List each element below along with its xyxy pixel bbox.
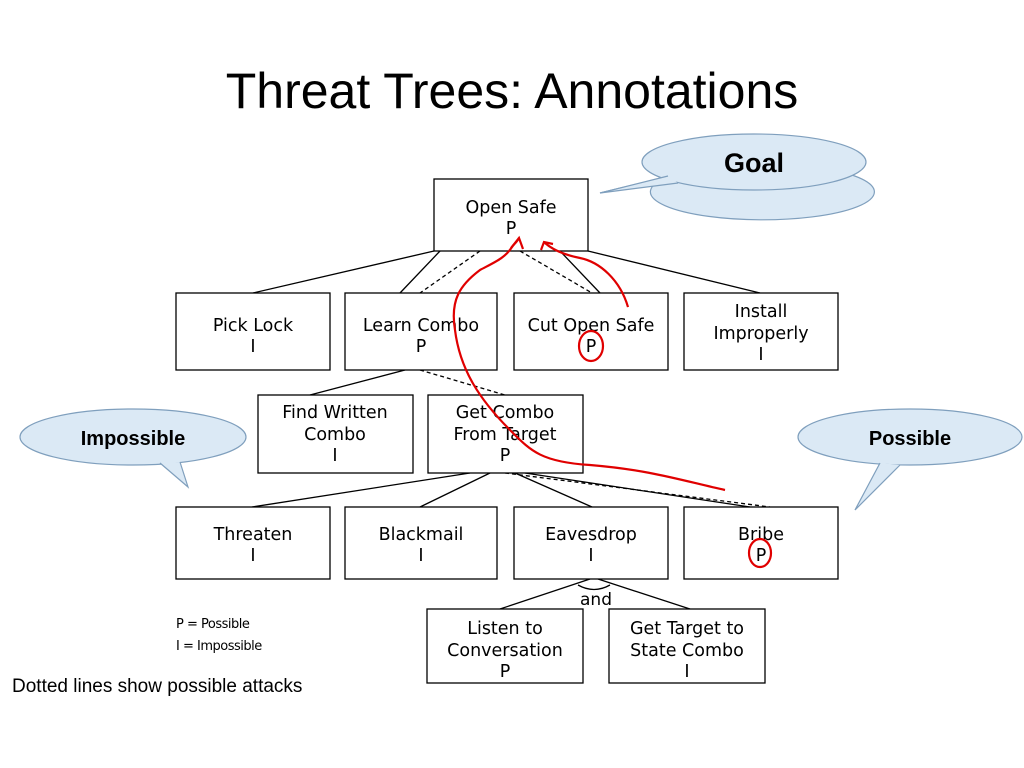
- node-status: I: [250, 546, 255, 566]
- edges-level-4: and: [499, 578, 691, 610]
- red-arrowhead-2: [539, 240, 554, 251]
- node-learn-combo: Learn Combo P: [344, 292, 498, 371]
- node-open-safe: Open Safe P: [433, 178, 589, 252]
- node-cut-open-safe: Cut Open Safe P: [513, 292, 669, 371]
- red-cut-safe-arrow: [544, 242, 630, 308]
- node-label: Get Combo: [456, 403, 555, 423]
- legend: P = Possible I = Impossible: [176, 617, 263, 654]
- edge-opensafe-cutopensafe-solid: [559, 250, 601, 294]
- callout-possible: Possible: [797, 408, 1023, 511]
- callout-possible-text: Possible: [869, 428, 951, 450]
- callout-impossible: Impossible: [19, 408, 247, 489]
- edge-opensafe-picklock: [252, 250, 435, 294]
- red-circle-bribe-p: [747, 537, 773, 569]
- node-pick-lock: Pick Lock I: [175, 292, 331, 371]
- red-circle-cut-safe-p: [577, 329, 605, 363]
- slide-title: Threat Trees: Annotations: [225, 63, 799, 119]
- edge-learncombo-getcombo: [419, 369, 506, 396]
- edges-level-2: [309, 369, 506, 396]
- node-label-line2: From Target: [453, 425, 556, 445]
- node-label: Open Safe: [465, 198, 556, 218]
- node-status: I: [588, 546, 593, 566]
- edge-learncombo-findwritten: [309, 369, 406, 396]
- callout-possible-bubble: [797, 408, 1023, 466]
- node-status: I: [684, 662, 689, 682]
- callout-goal-bubble: [641, 133, 867, 191]
- edge-eavesdrop-gettarget: [597, 578, 691, 610]
- node-status: P: [500, 662, 511, 682]
- node-label-line2: Conversation: [447, 641, 563, 661]
- node-label: Learn Combo: [363, 316, 479, 336]
- red-arrowhead-1: [510, 235, 525, 250]
- node-status: P: [506, 219, 517, 239]
- node-label: Listen to: [467, 619, 543, 639]
- callout-possible-tail: [854, 462, 901, 511]
- node-label: Get Target to: [630, 619, 744, 639]
- edge-getcombo-threaten: [251, 472, 471, 508]
- edge-getcombo-bribe-solid: [524, 472, 751, 508]
- legend-possible: P = Possible: [176, 617, 250, 632]
- red-annotations: [452, 235, 773, 569]
- node-listen-to-conversation: Listen to Conversation P: [426, 608, 584, 684]
- node-label: Install: [735, 302, 788, 322]
- node-label: Pick Lock: [213, 316, 294, 336]
- node-status: P: [586, 337, 597, 357]
- node-label: Blackmail: [379, 525, 464, 545]
- node-eavesdrop: Eavesdrop I: [513, 506, 669, 580]
- edge-eavesdrop-listen: [499, 578, 591, 610]
- edges-level-3: [251, 472, 771, 508]
- node-get-target-to-state-combo: Get Target to State Combo I: [608, 608, 766, 684]
- edge-opensafe-learncombo: [419, 250, 481, 294]
- edge-opensafe-learncombo-solid: [399, 250, 441, 294]
- node-label: Threaten: [213, 525, 293, 545]
- callout-impossible-tail: [159, 461, 190, 489]
- legend-impossible: I = Impossible: [176, 639, 262, 654]
- edge-opensafe-install: [587, 250, 761, 294]
- node-label: Find Written: [282, 403, 388, 423]
- node-status: I: [418, 546, 423, 566]
- callout-goal-tail: [599, 175, 679, 194]
- node-status: P: [756, 546, 767, 566]
- callout-impossible-bubble: [19, 408, 247, 466]
- node-label-line2: Improperly: [713, 324, 808, 344]
- callout-impossible-text: Impossible: [81, 428, 185, 450]
- edges-level-1: [252, 250, 761, 294]
- node-label-line2: State Combo: [630, 641, 744, 661]
- node-threaten: Threaten I: [175, 506, 331, 580]
- node-label: Bribe: [738, 525, 784, 545]
- node-status: I: [250, 337, 255, 357]
- node-bribe: Bribe P: [683, 506, 839, 580]
- node-find-written-combo: Find Written Combo I: [257, 394, 414, 474]
- node-get-combo-from-target: Get Combo From Target P: [427, 394, 584, 474]
- node-status: P: [500, 446, 511, 466]
- node-label: Cut Open Safe: [528, 316, 655, 336]
- callout-goal: Goal: [599, 133, 875, 221]
- edge-getcombo-blackmail: [419, 472, 491, 508]
- node-status: I: [332, 446, 337, 466]
- node-status: P: [416, 337, 427, 357]
- node-blackmail: Blackmail I: [344, 506, 498, 580]
- callout-goal-text: Goal: [724, 148, 784, 178]
- edge-getcombo-eavesdrop: [514, 472, 593, 508]
- and-label: and: [580, 590, 612, 610]
- node-install-improperly: Install Improperly I: [683, 292, 839, 371]
- node-label: Eavesdrop: [545, 525, 637, 545]
- footnote: Dotted lines show possible attacks: [12, 676, 303, 697]
- node-label-line2: Combo: [304, 425, 366, 445]
- red-attack-path-arrow: [452, 237, 726, 492]
- node-status: I: [758, 345, 763, 365]
- and-arc: [577, 584, 611, 591]
